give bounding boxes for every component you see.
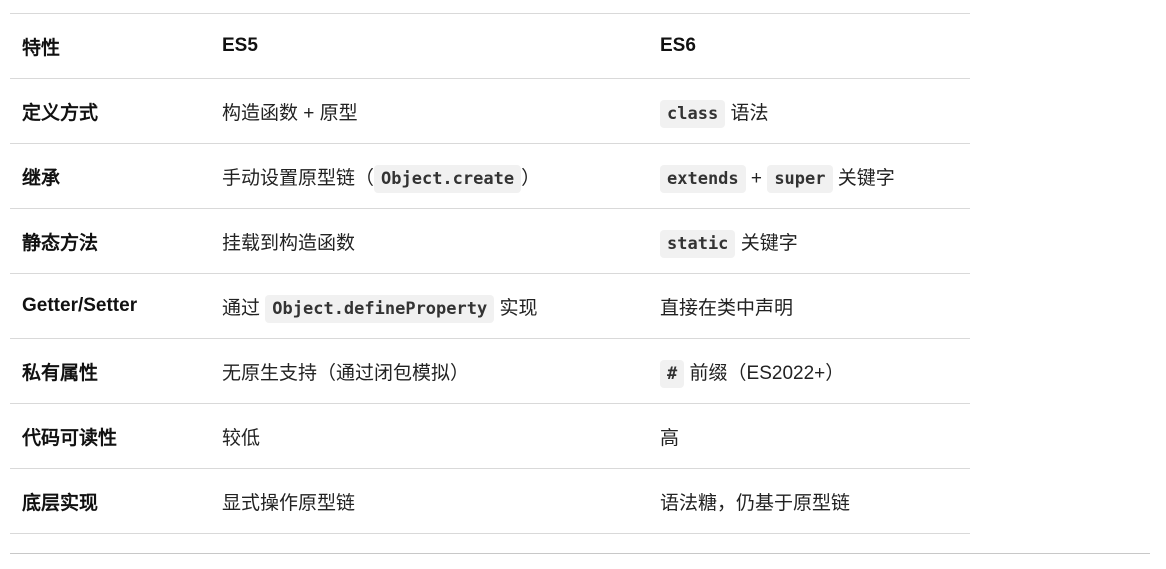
- cell-text: 直接在类中声明: [660, 297, 794, 319]
- cell-es5: 构造函数 + 原型: [210, 78, 648, 144]
- cell-text: 实现: [494, 297, 538, 319]
- inline-code: static: [660, 229, 736, 258]
- cell-text: ）: [521, 167, 541, 189]
- comparison-table: 特性 ES5 ES6 定义方式构造函数 + 原型 class 语法继承手动设置原型…: [10, 13, 970, 534]
- cell-es6: # 前缀（ES2022+）: [648, 338, 970, 404]
- inline-code: class: [660, 99, 726, 128]
- cell-text: 关键字: [832, 167, 895, 189]
- table-row: 静态方法挂载到构造函数 static 关键字: [10, 208, 970, 274]
- cell-text: 较低: [222, 427, 261, 449]
- cell-es6: class 语法: [648, 78, 970, 144]
- cell-text: 手动设置原型链（: [222, 167, 375, 189]
- cell-feature: 继承: [10, 143, 210, 209]
- cell-text: 语法: [725, 102, 769, 124]
- cell-text: 前缀（ES2022+）: [684, 362, 845, 384]
- cell-es5: 手动设置原型链（Object.create）: [210, 143, 648, 209]
- table-row: 继承手动设置原型链（Object.create）extends + super …: [10, 143, 970, 209]
- cell-text: +: [745, 167, 768, 189]
- cell-es5: 无原生支持（通过闭包模拟）: [210, 338, 648, 404]
- cell-feature: 底层实现: [10, 468, 210, 534]
- cell-es5: 通过 Object.defineProperty 实现: [210, 273, 648, 339]
- header-es5: ES5: [210, 13, 648, 79]
- cell-text: 显式操作原型链: [222, 492, 356, 514]
- cell-text: 关键字: [735, 232, 798, 254]
- cell-text: 挂载到构造函数: [222, 232, 356, 254]
- table-row: 定义方式构造函数 + 原型 class 语法: [10, 78, 970, 144]
- table-row: 私有属性无原生支持（通过闭包模拟） # 前缀（ES2022+）: [10, 338, 970, 404]
- cell-es5: 较低: [210, 403, 648, 469]
- cell-es5: 挂载到构造函数: [210, 208, 648, 274]
- inline-code: Object.defineProperty: [265, 294, 495, 323]
- cell-text: 高: [660, 427, 680, 449]
- cell-feature: 静态方法: [10, 208, 210, 274]
- inline-code: super: [767, 164, 833, 193]
- cell-feature: 定义方式: [10, 78, 210, 144]
- cell-es6: extends + super 关键字: [648, 143, 970, 209]
- cell-es6: 语法糖，仍基于原型链: [648, 468, 970, 534]
- table-header: 特性 ES5 ES6: [10, 13, 970, 79]
- cell-text: 构造函数 + 原型: [222, 102, 358, 124]
- table-body: 定义方式构造函数 + 原型 class 语法继承手动设置原型链（Object.cr…: [10, 78, 970, 534]
- horizontal-rule: [10, 553, 1150, 554]
- inline-code: Object.create: [374, 164, 522, 193]
- cell-text: 语法糖，仍基于原型链: [660, 492, 851, 514]
- inline-code: #: [660, 359, 685, 388]
- cell-es6: static 关键字: [648, 208, 970, 274]
- inline-code: extends: [660, 164, 746, 193]
- table-row: 代码可读性较低 高: [10, 403, 970, 469]
- header-feature: 特性: [10, 13, 210, 79]
- cell-es5: 显式操作原型链: [210, 468, 648, 534]
- cell-feature: Getter/Setter: [10, 273, 210, 339]
- table-row: 底层实现显式操作原型链 语法糖，仍基于原型链: [10, 468, 970, 534]
- cell-es6: 高: [648, 403, 970, 469]
- cell-feature: 代码可读性: [10, 403, 210, 469]
- cell-text: 通过: [222, 297, 266, 319]
- cell-text: 无原生支持（通过闭包模拟）: [222, 362, 470, 384]
- cell-es6: 直接在类中声明: [648, 273, 970, 339]
- header-row: 特性 ES5 ES6: [10, 13, 970, 79]
- cell-feature: 私有属性: [10, 338, 210, 404]
- header-es6: ES6: [648, 13, 970, 79]
